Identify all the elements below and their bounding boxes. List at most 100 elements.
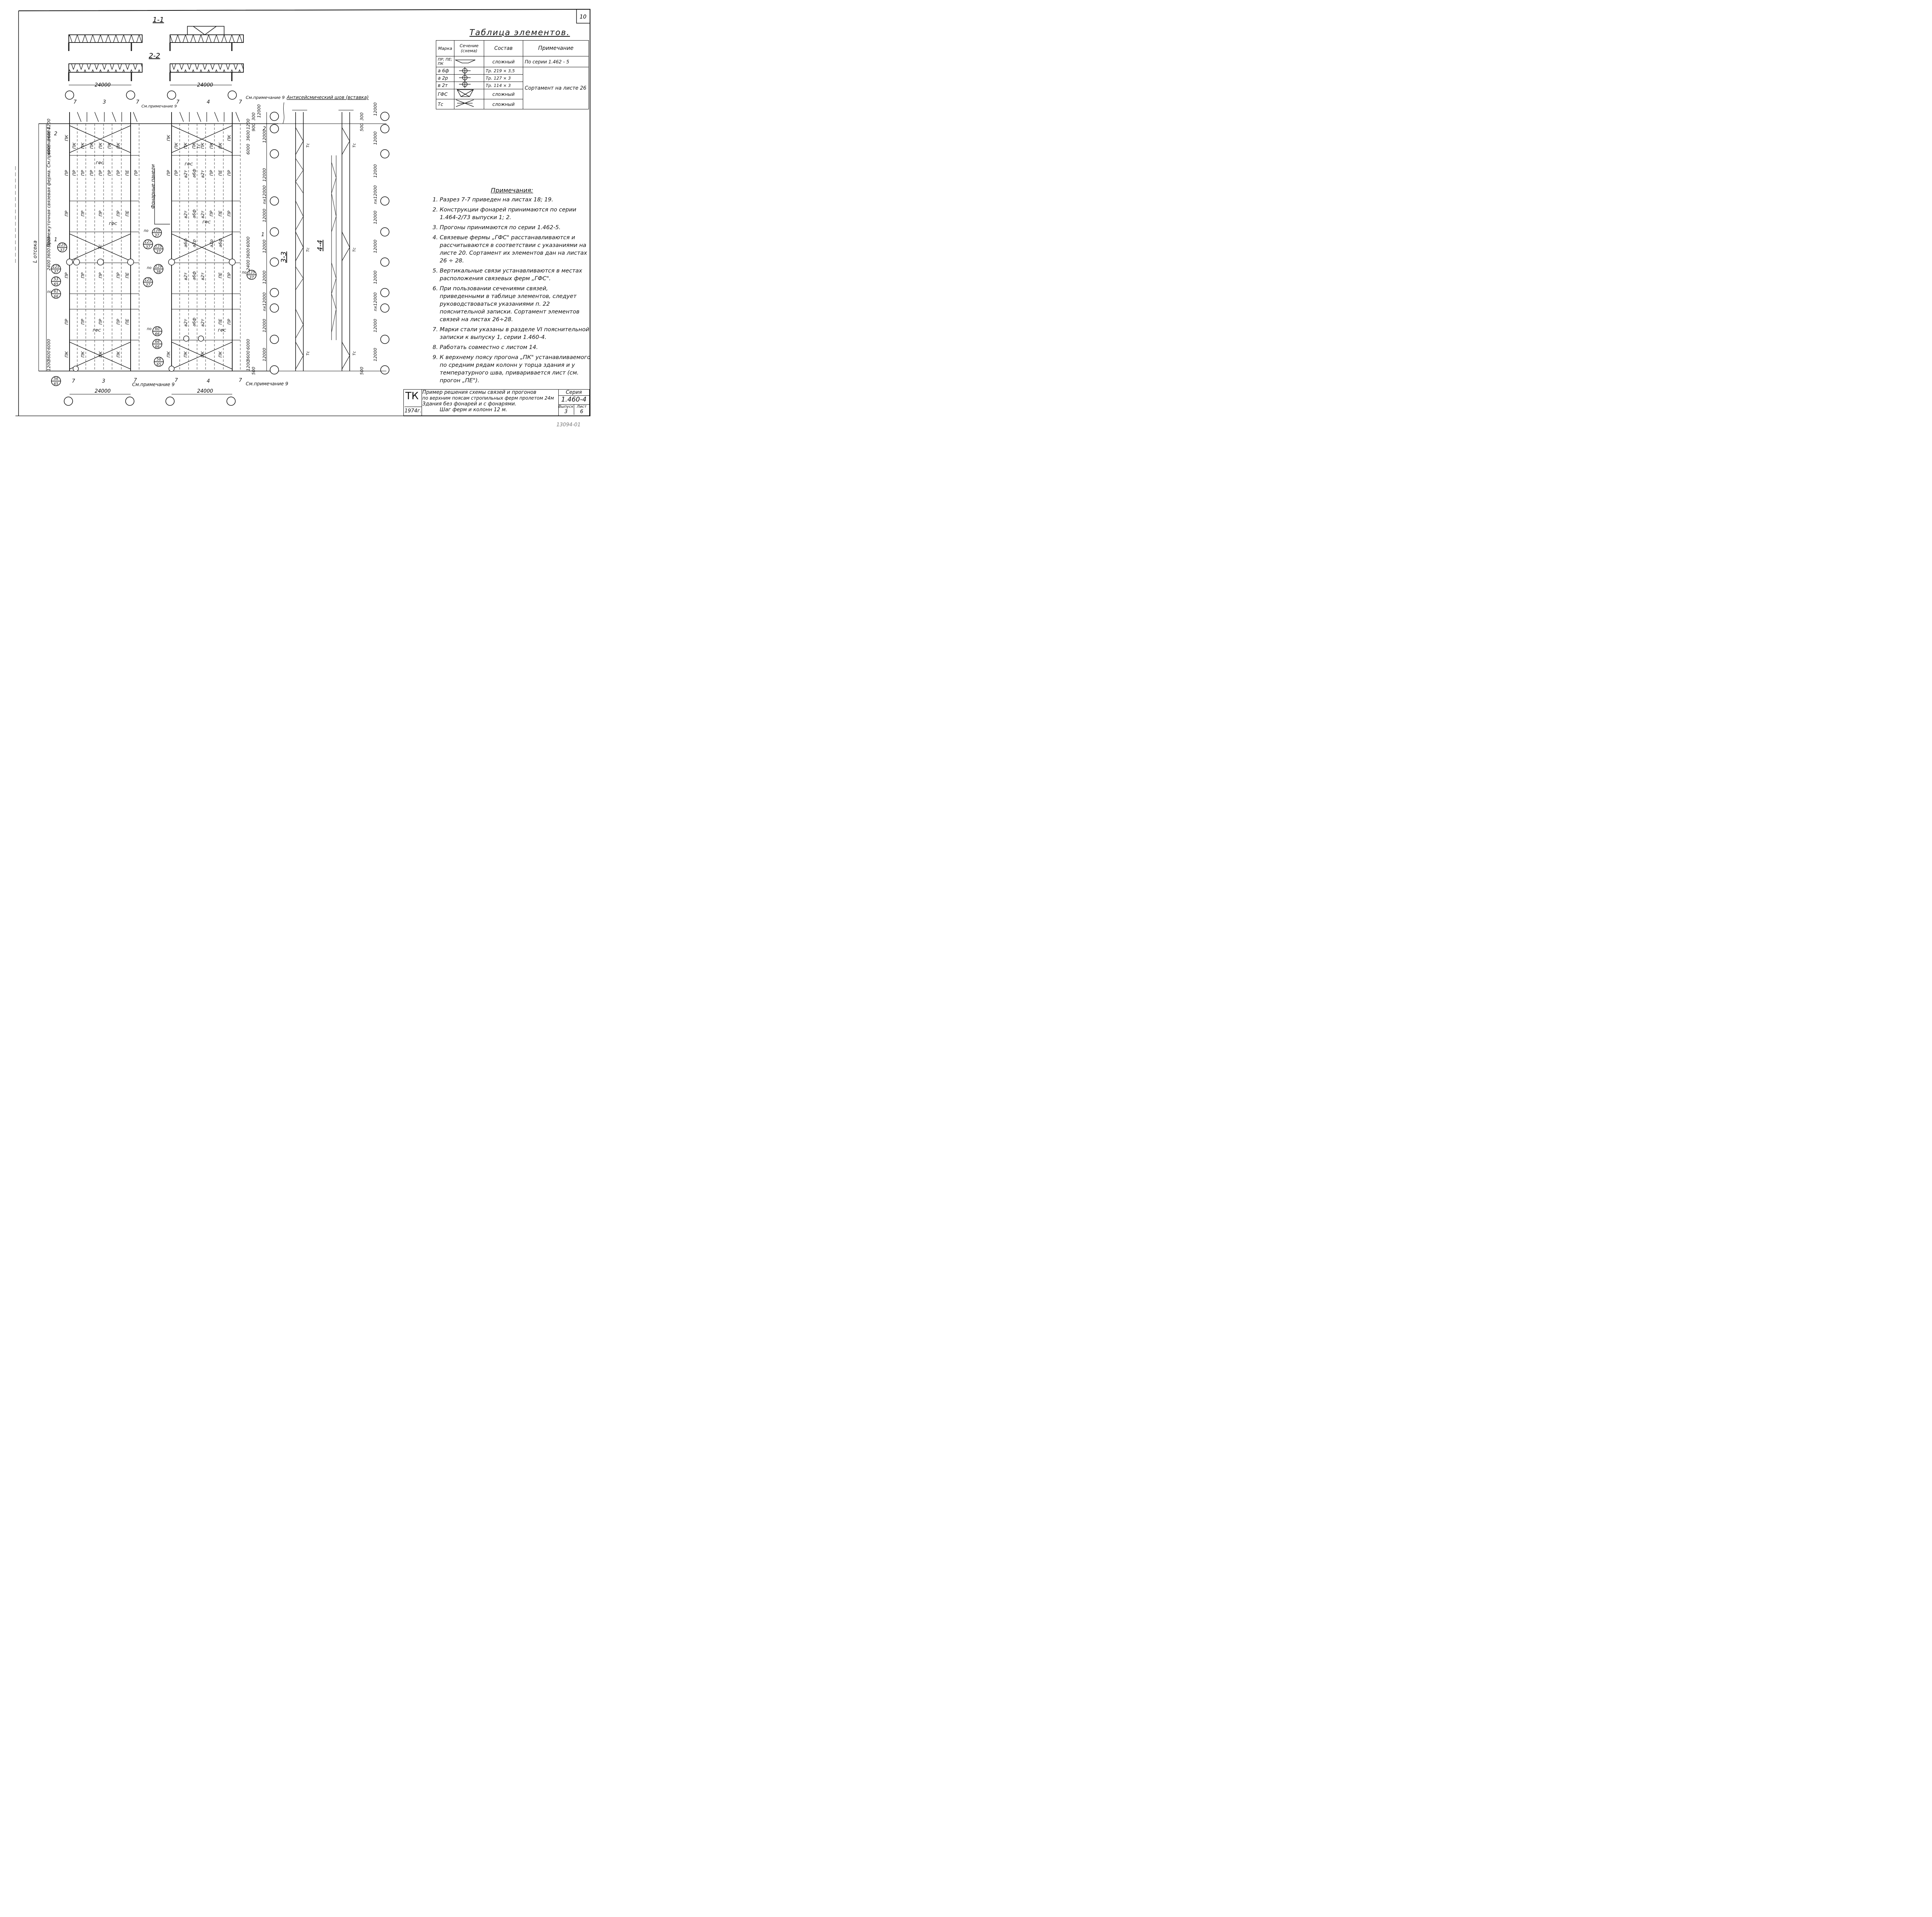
- drawing-title-line: по верхним поясам стропильных ферм проле…: [422, 395, 554, 401]
- dim-nx12000: nx12000: [262, 293, 267, 311]
- node-markers: [66, 259, 236, 372]
- callout-prefix: по: [144, 229, 148, 233]
- elements-table: Марка Сечение (схема) Состав Примечание …: [436, 40, 589, 109]
- mark-a6f: а6ф: [192, 169, 197, 178]
- callout-text-bottom: 37: [146, 283, 150, 287]
- section-2-2-trusses: [68, 63, 244, 85]
- callout-prefix: по: [147, 327, 151, 331]
- mark-pk: ПК: [98, 351, 103, 358]
- cut-7-label: 7: [72, 378, 75, 384]
- dim-6000: 6000: [46, 237, 51, 247]
- span-dimension-left-bottom: 24000: [95, 388, 111, 394]
- dim-3600: 3600: [246, 351, 251, 361]
- mark-pr: ПР: [98, 319, 103, 325]
- table-row: а 6ф Тр. 219 × 3,5 Сортамент на листе 26: [436, 67, 589, 109]
- mark-pe: ПЕ: [125, 211, 130, 216]
- callout-text-top: 56: [156, 358, 161, 362]
- span-dimension-left-top: 24000: [95, 82, 111, 88]
- mark-a2r: а2р: [192, 239, 197, 247]
- mark-pk: ПК: [218, 351, 223, 358]
- callout-text-bottom: 66: [155, 332, 160, 336]
- title-block-series-cell: Серия 1.460-4 Выпуск 3 Лист 6: [558, 390, 589, 416]
- mark-gfs: ГФС: [185, 162, 193, 167]
- mark-pr: ПР: [64, 319, 69, 325]
- callout-text-top: 127: [145, 240, 151, 244]
- dim-1200: 1200: [46, 119, 51, 129]
- cell-section: [454, 74, 484, 82]
- antiseismic-joint-label: Антисейсмический шов (вставка): [286, 95, 369, 100]
- mark-pk: ПК: [209, 142, 214, 149]
- mark-pr: ПР: [227, 211, 232, 216]
- mark-pk: ПК: [80, 142, 85, 149]
- callout-text-top: 53: [54, 277, 58, 281]
- reference-callouts: [51, 228, 257, 386]
- mark-a6f: а6ф: [192, 209, 197, 218]
- dim-6000: 6000: [246, 237, 251, 247]
- callout-prefix: по: [242, 271, 247, 275]
- cell-composition: Тр. 219 × 3,5: [484, 67, 523, 75]
- callout-text-bottom: 37: [156, 250, 161, 254]
- dim-6000: 6000: [46, 144, 51, 155]
- cut-3-label: 3: [103, 99, 106, 105]
- mark-pr: ПР: [80, 319, 85, 325]
- dim-1200: 1200: [46, 360, 51, 371]
- mark-pr: ПР: [209, 170, 214, 176]
- mark-v2t: в2т: [183, 211, 188, 218]
- mark-pk: ПК: [227, 134, 232, 141]
- callout-129-38: [153, 264, 163, 274]
- dim-3600: 3600: [46, 130, 51, 141]
- inventory-number: 13094-01: [556, 422, 581, 428]
- roof-plan-grid: [38, 112, 278, 371]
- cut-2-label: 2: [263, 126, 266, 132]
- mark-gfs: ГФС: [218, 329, 226, 333]
- cell-composition: Тр. 127 × 3: [484, 74, 523, 82]
- dim-900: 900: [251, 123, 256, 131]
- span-dimension-right-bottom: 24000: [197, 388, 213, 394]
- cell-mark: а 2р: [436, 74, 454, 82]
- dim-3600: 3600: [46, 351, 51, 361]
- mark-pk: ПК: [183, 351, 188, 358]
- mark-pk: ПК: [166, 351, 171, 358]
- column-axis-markers-top: [65, 90, 237, 100]
- mark-pr: ПР: [64, 272, 69, 278]
- mark-pk: ПК: [200, 351, 205, 358]
- callout-text-top: 61: [54, 289, 58, 294]
- mark-pr: ПР: [116, 211, 121, 216]
- cell-mark: ГФС: [436, 89, 454, 99]
- series-number: 1.460-4: [558, 396, 589, 405]
- span-dimension-right-top: 24000: [197, 82, 213, 88]
- mark-pk: ПК: [218, 142, 223, 149]
- mark-pk: ПК: [89, 142, 94, 149]
- org-code: ТК: [405, 390, 419, 402]
- cell-composition: сложный: [484, 99, 523, 109]
- mark-tc: Тс: [196, 144, 201, 149]
- cell-mark: Тс: [436, 99, 454, 109]
- table-row: в 2т Тр. 114 × 3: [436, 82, 589, 89]
- dim-12000: 12000: [262, 129, 267, 143]
- mark-tc: Тс: [306, 143, 310, 148]
- mark-pr: ПР: [166, 170, 171, 176]
- dim-300: 300: [359, 112, 364, 121]
- mark-tc: Тс: [97, 244, 102, 249]
- mark-tc: Тс: [306, 351, 310, 356]
- callout-125-37-b: [153, 244, 163, 254]
- callout-text-bottom: 38: [156, 270, 161, 274]
- dim-500: 500: [251, 367, 256, 375]
- callout-127-37: [143, 239, 153, 249]
- callout-text-bottom: 37: [249, 276, 254, 280]
- section-1-1-label: 1-1: [153, 16, 164, 24]
- dim-nx12000: nx12000: [262, 186, 267, 204]
- mark-gfs: ГФС: [93, 329, 101, 333]
- mark-pe: ПЕ: [218, 272, 223, 278]
- dim-2400: 2400: [46, 260, 51, 271]
- mark-pk: ПК: [200, 142, 205, 149]
- mark-pe: ПЕ: [218, 319, 223, 325]
- row-axis-markers: [270, 112, 389, 375]
- mark-v2t: в2т: [200, 272, 205, 280]
- dim-12000: 12000: [373, 271, 378, 284]
- mark-pk: ПК: [183, 142, 188, 149]
- mark-v2t: в2т: [183, 170, 188, 178]
- mark-pr: ПР: [227, 272, 232, 278]
- mark-a6f: а6ф: [192, 271, 197, 280]
- cut-3-label: 3: [102, 378, 105, 384]
